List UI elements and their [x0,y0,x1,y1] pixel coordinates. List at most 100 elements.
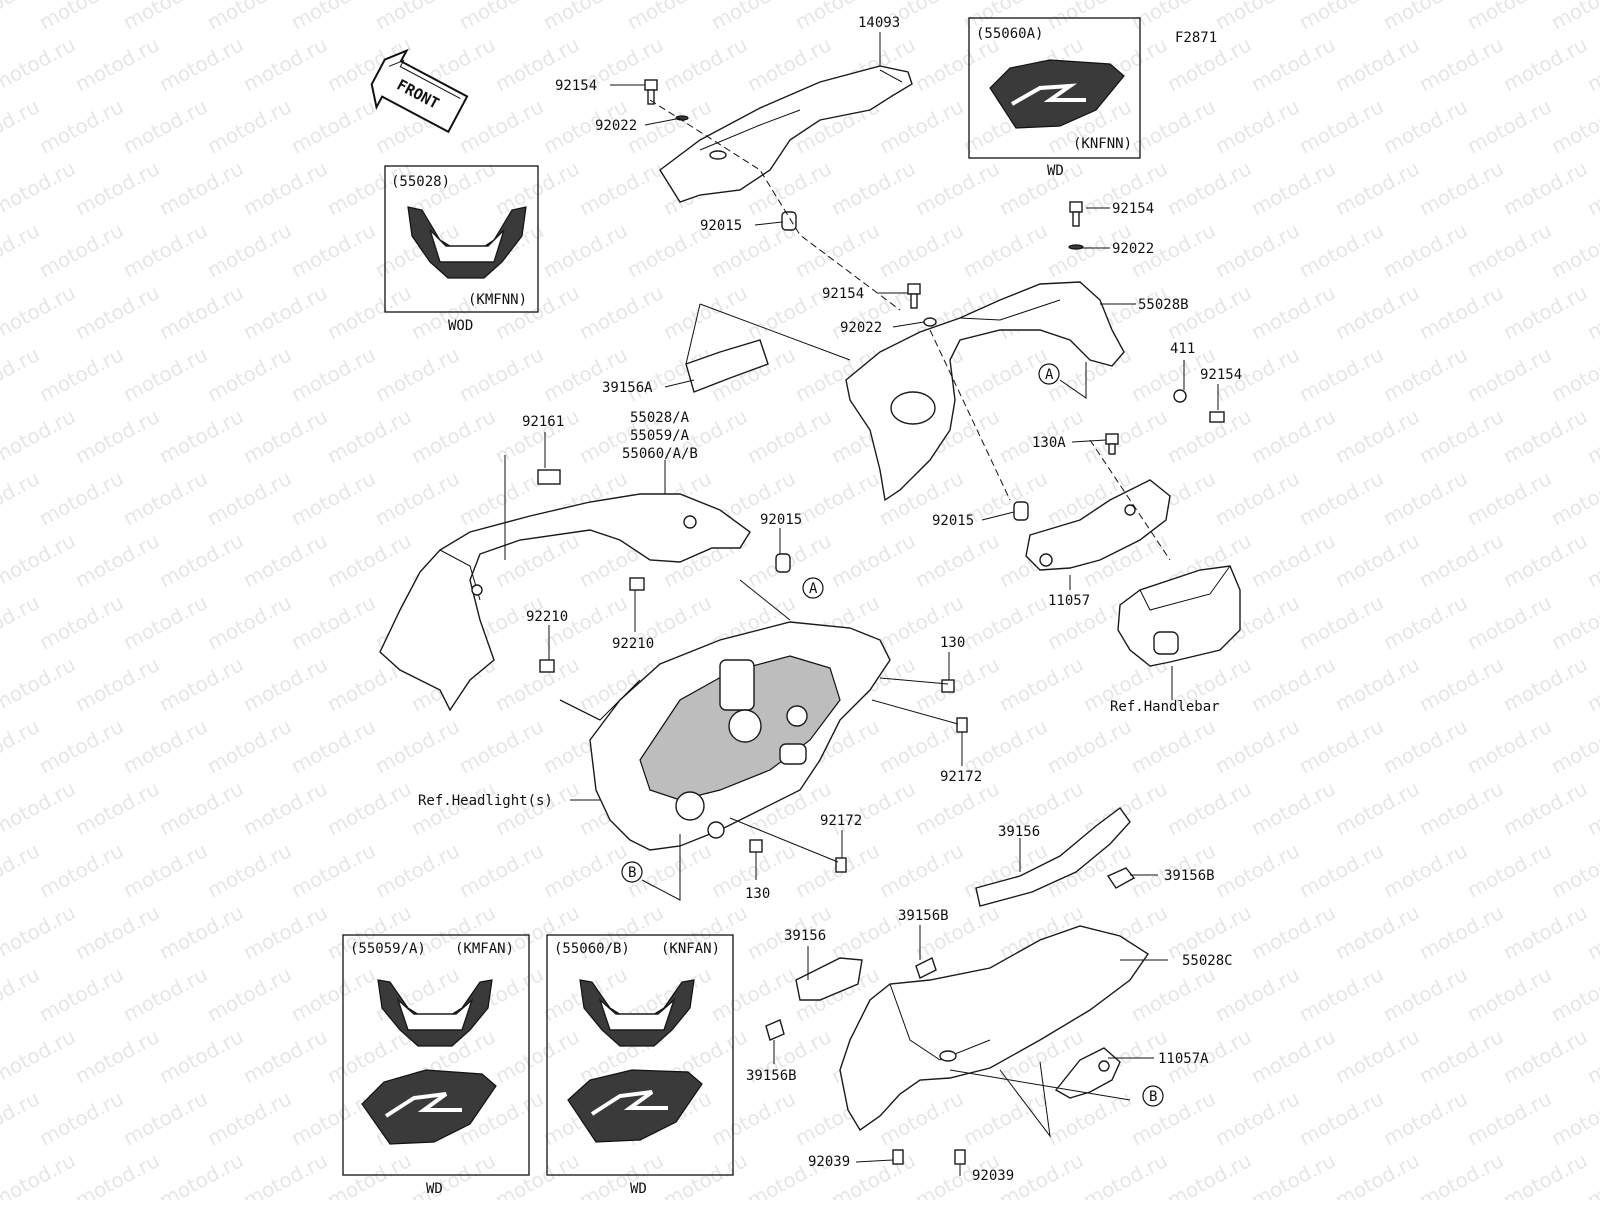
watermark-text: motod.ru [371,714,463,778]
watermark-text: motod.ru [203,0,295,34]
watermark-text: motod.ru [119,94,211,158]
watermark-text: motod.ru [1247,900,1339,964]
watermark-text: motod.ru [1547,1086,1600,1150]
watermark-text: motod.ru [1331,652,1423,716]
inset-variant: (KMFNN) [468,292,527,308]
callout: 92022 [595,118,637,134]
watermark-text: motod.ru [491,1024,583,1088]
callout: 11057 [1048,593,1090,609]
watermark-text: motod.ru [1499,776,1591,840]
rivet-icon [892,1149,904,1165]
collar-icon [781,211,797,231]
watermark-text: motod.ru [1247,156,1339,220]
watermark-text: motod.ru [1415,900,1507,964]
watermark-text: motod.ru [71,156,163,220]
inset-box-55059A: (55059/A) (KMFAN) WD [342,934,530,1197]
watermark-text: motod.ru [455,342,547,406]
callout: 92039 [972,1168,1014,1184]
pad-39156B-right [1106,867,1136,889]
marker-a2: A [802,577,824,599]
fasteners [537,79,1225,1165]
svg-text:B: B [1149,1089,1157,1105]
watermark-text: motod.ru [1463,0,1555,34]
watermark-text: motod.ru [155,776,247,840]
watermark-text: motod.ru [1379,962,1471,1026]
watermark-text: motod.ru [1211,0,1303,34]
watermark-text: motod.ru [1127,1086,1219,1150]
watermark-text: motod.ru [1379,218,1471,282]
watermark-text: motod.ru [1211,1086,1303,1150]
watermark-text: motod.ru [71,32,163,96]
watermark-text: motod.ru [203,962,295,1026]
watermark-text: motod.ru [911,156,1003,220]
callout: 92022 [1112,241,1154,257]
watermark-text: motod.ru [707,1086,799,1150]
watermark-text: motod.ru [827,776,919,840]
watermark-text: motod.ru [1583,280,1600,344]
callout: 411 [1170,341,1195,357]
watermark-text: motod.ru [371,342,463,406]
watermark-text: motod.ru [287,590,379,654]
svg-text:B: B [628,865,636,881]
watermark-text: motod.ru [1211,466,1303,530]
pad-39156-long [975,807,1131,907]
watermark-text: motod.ru [1295,466,1387,530]
watermark-text: motod.ru [1415,1024,1507,1088]
watermark-text: motod.ru [1463,962,1555,1026]
watermark-text: motod.ru [455,838,547,902]
callout: 55028/A [630,410,690,426]
inset-variant: (KNFAN) [661,941,720,957]
watermark-text: motod.ru [911,776,1003,840]
watermark-text: motod.ru [35,962,127,1026]
watermark-text: motod.ru [239,280,331,344]
watermark-text: motod.ru [71,1148,163,1200]
watermark-text: motod.ru [1331,1024,1423,1088]
watermark-text: motod.ru [959,1086,1051,1150]
watermark-text: motod.ru [287,838,379,902]
watermark-text: motod.ru [203,838,295,902]
watermark-text: motod.ru [71,528,163,592]
watermark-text: motod.ru [0,156,79,220]
watermark-text: motod.ru [791,466,883,530]
callout: 39156B [1164,868,1215,884]
watermark-text: motod.ru [0,838,43,902]
watermark-text: motod.ru [155,1024,247,1088]
watermark-text: motod.ru [35,590,127,654]
watermark-text: motod.ru [1247,776,1339,840]
bolt-icon [941,679,955,693]
watermark-text: motod.ru [1331,404,1423,468]
watermark-text: motod.ru [0,32,79,96]
callout: 92015 [932,513,974,529]
watermark-text: motod.ru [1079,1148,1171,1200]
front-cowl-icon [579,979,695,1047]
watermark-text: motod.ru [287,1086,379,1150]
watermark-text: motod.ru [1499,280,1591,344]
watermark-text: motod.ru [659,32,751,96]
watermark-text: motod.ru [239,404,331,468]
watermark-text: motod.ru [1295,218,1387,282]
watermark-text: motod.ru [203,590,295,654]
watermark-text: motod.ru [71,404,163,468]
watermark-text: motod.ru [1499,652,1591,716]
callout: 92172 [820,813,862,829]
watermark-text: motod.ru [1379,342,1471,406]
washer-icon [923,317,937,327]
watermark-text: motod.ru [1079,404,1171,468]
inner-panel-55028C [839,925,1149,1132]
pad-39156-lower [795,957,863,1001]
watermark-text: motod.ru [71,652,163,716]
watermark-text: motod.ru [155,404,247,468]
meter-cover-14093 [659,65,913,203]
watermark-text: motod.ru [1163,156,1255,220]
watermark-text: motod.ru [1247,404,1339,468]
callout: 130A [1032,435,1066,451]
watermark-text: motod.ru [1499,900,1591,964]
watermark-text: motod.ru [1583,528,1600,592]
watermark-text: motod.ru [623,0,715,34]
inset-variant: (KNFNN) [1073,136,1132,152]
watermark-text: motod.ru [1331,528,1423,592]
inner-panel-55028B [845,281,1125,502]
